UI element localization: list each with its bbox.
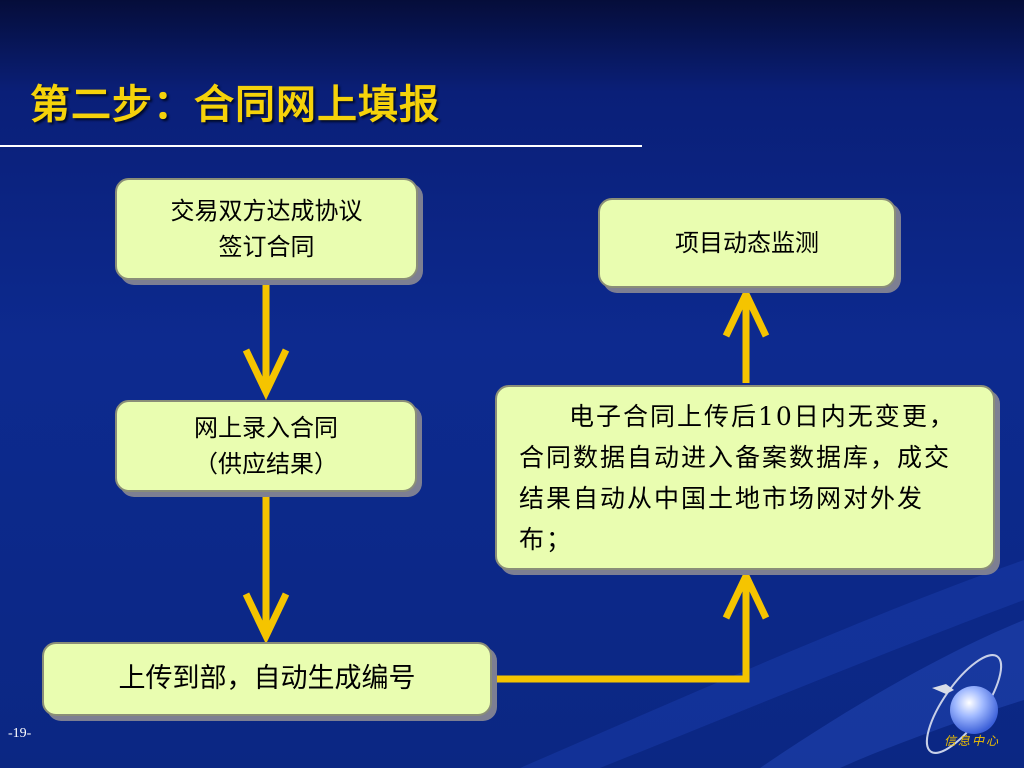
globe-logo-icon (925, 654, 1003, 754)
node-online-entry-label: 网上录入合同 （供应结果） (194, 414, 338, 478)
node-agreement-label: 交易双方达成协议 签订合同 (170, 197, 363, 261)
slide-title: 第二步：合同网上填报 (30, 82, 440, 128)
node-auto-publish-label: 电子合同上传后10日内无变更，合同数据自动进入备案数据库，成交结果自动从中国土地… (519, 401, 956, 554)
node-monitoring-label: 项目动态监测 (675, 229, 819, 257)
page-number: -19- (8, 726, 32, 741)
logo-label: 信息中心 (944, 734, 1001, 748)
node-upload-label: 上传到部，自动生成编号 (118, 663, 416, 694)
node-online-entry: 网上录入合同 （供应结果） (115, 400, 417, 492)
node-upload: 上传到部，自动生成编号 (42, 642, 492, 716)
node-monitoring: 项目动态监测 (598, 198, 896, 288)
node-auto-publish: 电子合同上传后10日内无变更，合同数据自动进入备案数据库，成交结果自动从中国土地… (495, 385, 995, 570)
arrow-upload-to-publish (493, 576, 750, 683)
node-agreement: 交易双方达成协议 签订合同 (115, 178, 418, 280)
title-divider (0, 145, 642, 147)
